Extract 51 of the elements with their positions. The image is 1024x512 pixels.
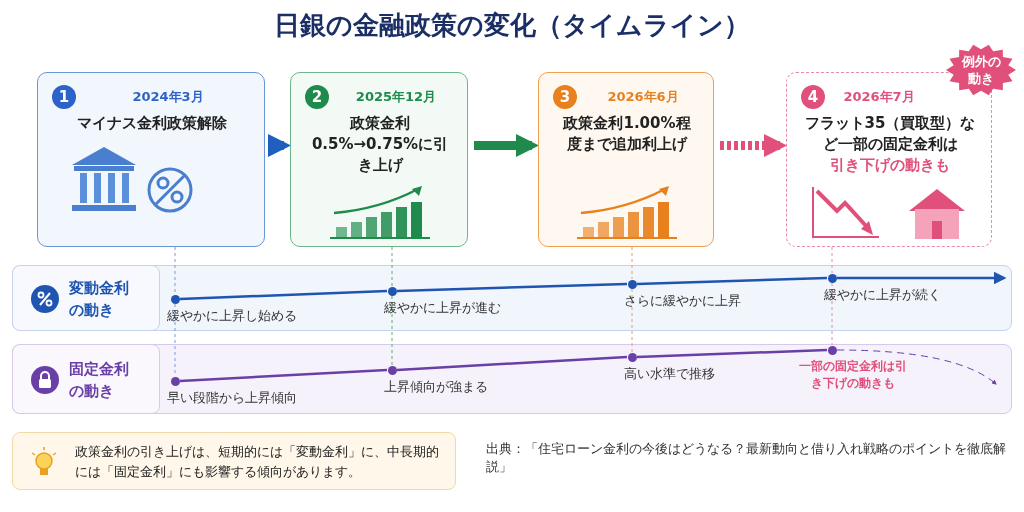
trend-line xyxy=(636,348,828,359)
step-number: 4 xyxy=(801,85,825,109)
starburst-badge: 例外の動き xyxy=(946,44,1016,96)
title: 日銀の金融政策の変化（タイムライン） xyxy=(273,9,751,42)
date-text: 2024年3月 xyxy=(131,88,205,106)
source-citation: 出典：「住宅ローン金利の今後はどうなる？最新動向と借り入れ戦略のポイントを徹底解説」 xyxy=(486,440,1007,476)
point-caption: 早い段階から上昇傾向 xyxy=(166,388,297,407)
guide-line xyxy=(391,295,393,366)
point-caption: さらに緩やかに上昇 xyxy=(623,291,741,310)
row-header xyxy=(12,265,160,331)
highlight-text: 引き下げの動きも xyxy=(829,155,951,176)
card-text: 政策金利0.5%→0.75%に引き上げ xyxy=(310,113,450,176)
guide-line xyxy=(631,288,633,353)
point-caption: 緩やかに上昇し始める xyxy=(166,306,297,325)
card-text: 政策金利1.00%程度まで追加利上げ xyxy=(562,113,692,155)
timeline-card xyxy=(290,72,468,247)
date-text: 2026年6月 xyxy=(606,88,680,106)
step-number: 3 xyxy=(553,85,577,109)
card-text: フラット35（買取型）など一部の固定金利は xyxy=(803,113,977,155)
row-title: 固定金利の動き xyxy=(69,359,130,402)
trend-line xyxy=(179,289,388,301)
row-title: 変動金利の動き xyxy=(69,278,130,321)
guide-line xyxy=(631,246,633,280)
arrow xyxy=(836,349,997,385)
timeline-card xyxy=(538,72,714,247)
trend-line xyxy=(179,368,388,383)
arrow xyxy=(267,133,291,158)
guide-line xyxy=(831,282,833,346)
trend-line xyxy=(396,282,628,293)
trend-line xyxy=(636,276,828,286)
card-text: マイナス金利政策解除 xyxy=(76,113,228,134)
arrow xyxy=(837,271,1007,285)
row-header xyxy=(12,344,160,414)
point-caption: 緩やかに上昇が進む xyxy=(383,298,501,317)
note-text: 政策金利の引き上げは、短期的には「変動金利」に、中長期的には「固定金利」にも影響する傾向があります。 xyxy=(75,443,440,481)
point-caption: 緩やかに上昇が続く xyxy=(823,285,941,304)
date-text: 2026年7月 xyxy=(842,88,916,106)
guide-line xyxy=(174,246,176,295)
timeline-card xyxy=(786,72,992,247)
arrow xyxy=(720,133,787,158)
step-number: 1 xyxy=(52,85,76,109)
date-text: 2025年12月 xyxy=(354,88,438,106)
point-caption: 一部の固定金利は引き下げの動きも xyxy=(797,357,908,392)
timeline-card xyxy=(37,72,265,247)
point-caption: 高い水準で推移 xyxy=(623,364,715,383)
guide-line xyxy=(391,246,393,287)
arrow xyxy=(474,133,539,158)
point-caption: 上昇傾向が強まる xyxy=(383,377,488,396)
guide-line xyxy=(831,246,833,274)
step-number: 2 xyxy=(305,85,329,109)
trend-line xyxy=(396,355,628,372)
